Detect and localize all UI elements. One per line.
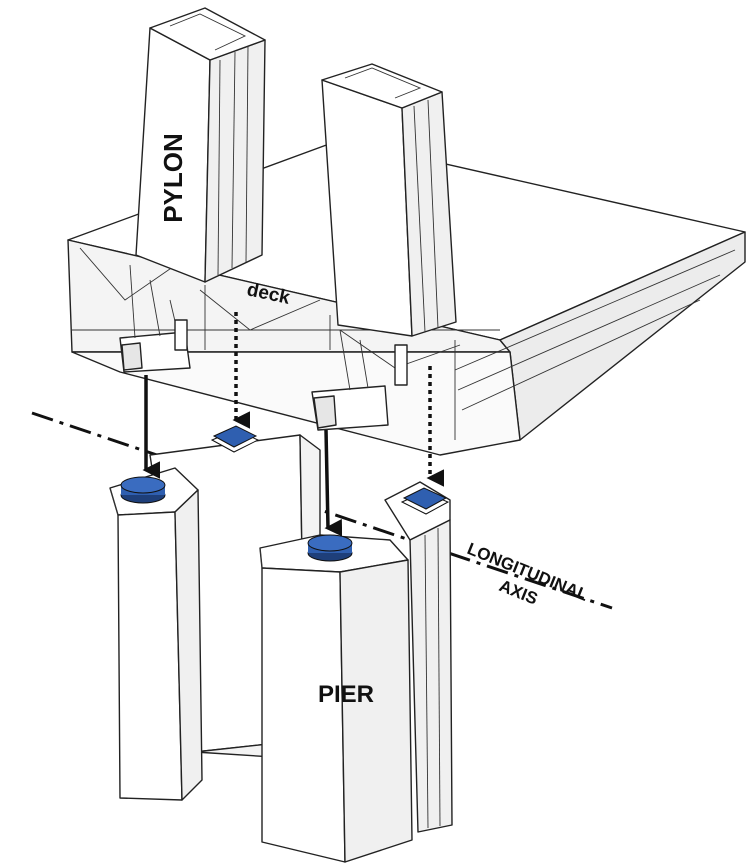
right-rear-pier [384,481,453,833]
bearing-right-rear-pier [400,487,450,515]
arrow-solid-front [324,429,343,537]
pylon-label: PYLON [158,133,188,223]
right-pylon [321,63,457,337]
right-anchor-bracket [311,329,408,431]
pier-label: PIER [318,681,374,708]
bearing-front-pier [307,534,353,562]
longitudinal-axis-line [31,411,613,610]
left-pier [109,467,203,801]
front-pier [259,534,413,863]
left-pylon [135,7,266,283]
left-anchor-bracket [119,264,191,373]
bearing-back-pier [210,425,260,453]
bearing-left-pier [120,476,166,504]
